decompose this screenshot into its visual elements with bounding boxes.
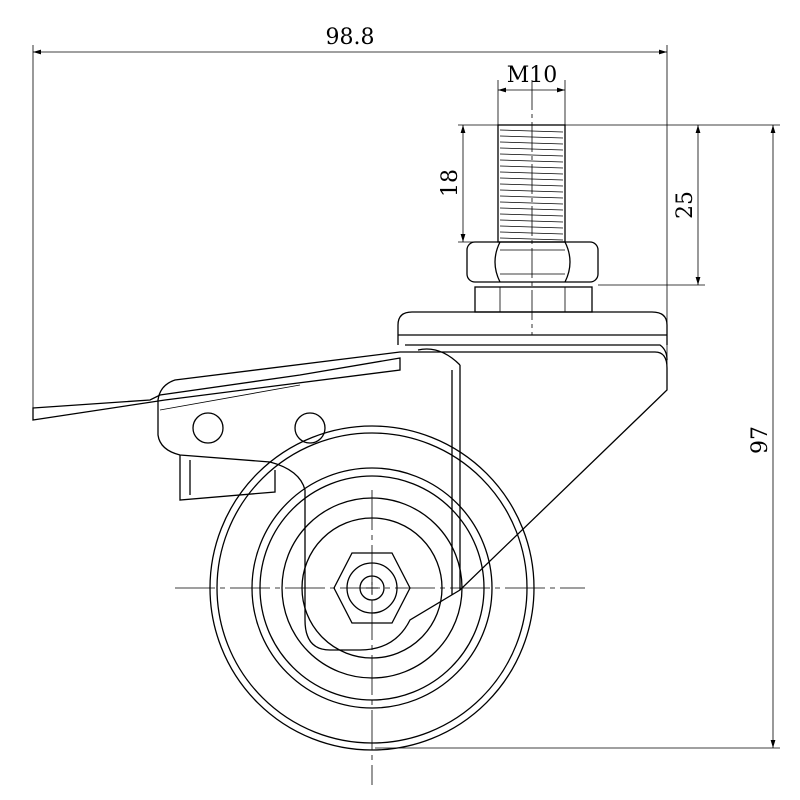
dimension-label-width: 98.8 xyxy=(326,25,375,50)
thread-line xyxy=(499,231,564,235)
dimension-overall-width: 98.8 xyxy=(32,25,668,420)
thread-line xyxy=(499,135,564,139)
thread-line xyxy=(499,129,564,133)
thread-line xyxy=(499,225,564,229)
thread-line xyxy=(499,189,564,193)
thread-line xyxy=(499,195,564,199)
dimension-overall-height: 97 xyxy=(375,125,780,749)
thread-line xyxy=(499,141,564,145)
thread-line xyxy=(499,165,564,169)
dimension-stem-height: 25 xyxy=(565,124,780,286)
thread-line xyxy=(499,207,564,211)
thread-line xyxy=(499,171,564,175)
thread-line xyxy=(499,237,564,241)
dimension-label-25: 25 xyxy=(673,191,698,219)
top-plate xyxy=(397,311,668,361)
thread-line xyxy=(499,147,564,151)
hex-nut xyxy=(466,241,599,283)
center-lines xyxy=(175,490,585,785)
thread-line xyxy=(499,177,564,181)
thread-line xyxy=(499,219,564,223)
threaded-stem xyxy=(497,80,566,335)
dimension-label-18: 18 xyxy=(438,169,463,197)
fork-bracket xyxy=(157,348,668,651)
dimension-thread-length: 18 xyxy=(438,124,498,243)
thread-line xyxy=(499,183,564,187)
thread-line xyxy=(499,159,564,163)
washer xyxy=(474,286,593,313)
thread-line xyxy=(499,153,564,157)
dimension-thread-size: M10 xyxy=(497,63,566,125)
brake-pedal xyxy=(32,357,401,421)
thread-line xyxy=(499,213,564,217)
dimension-label-97: 97 xyxy=(748,426,773,454)
thread-line xyxy=(499,201,564,205)
